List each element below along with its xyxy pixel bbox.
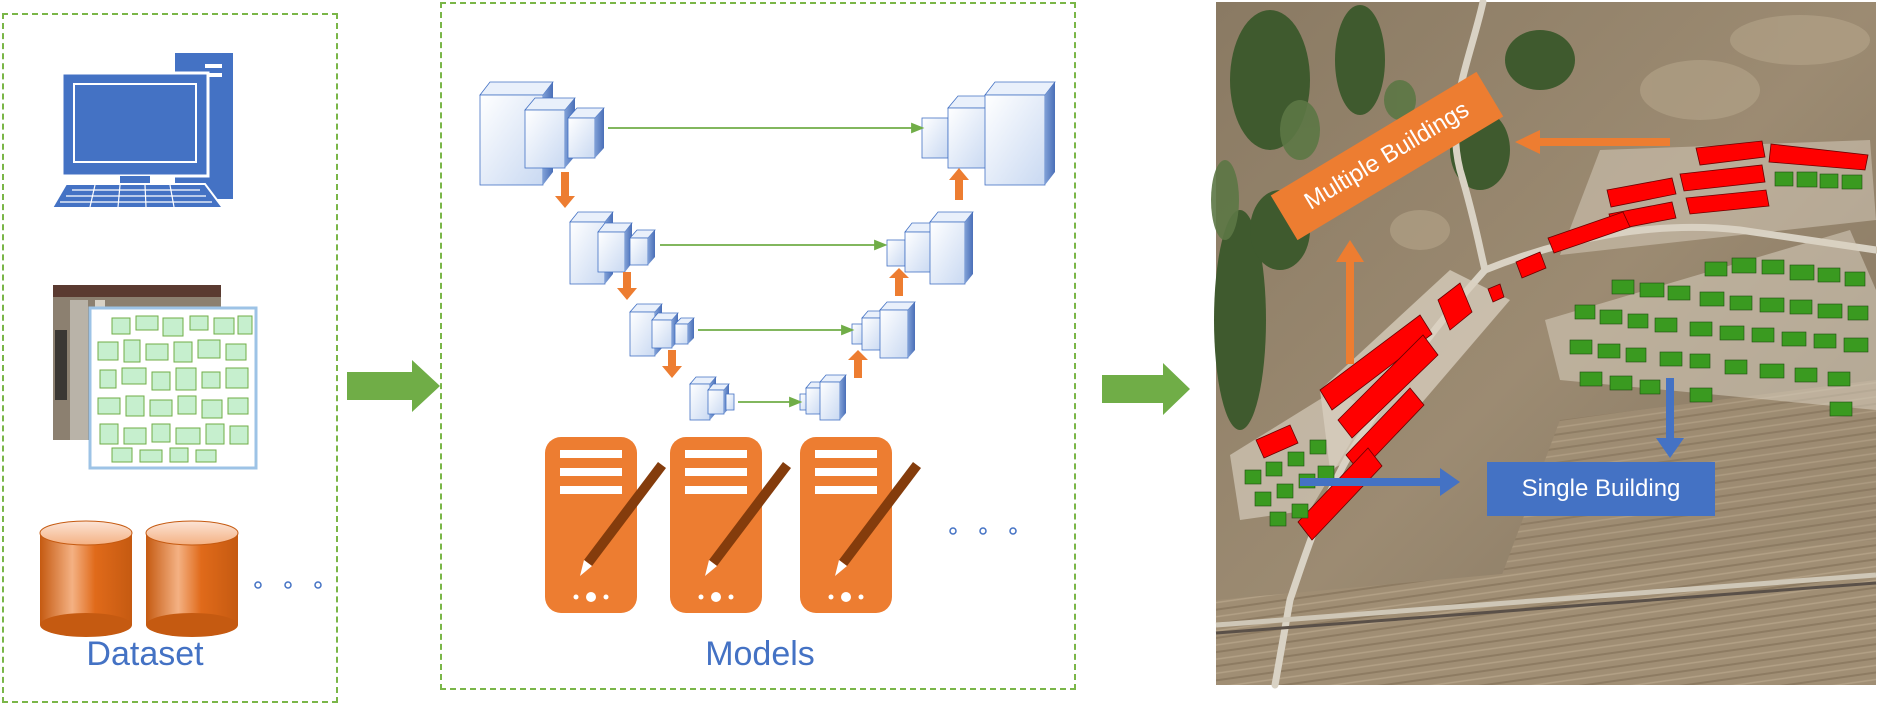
database-cylinder-1 bbox=[39, 520, 133, 637]
annotated-image-icon bbox=[53, 285, 258, 470]
decoder-block-2 bbox=[886, 211, 974, 285]
model-phone-icon-3 bbox=[800, 437, 921, 613]
models-panel bbox=[440, 2, 1076, 690]
decoder-block-1 bbox=[921, 81, 1056, 186]
single-building-label: Single Building bbox=[1487, 462, 1715, 516]
encoder-block-1 bbox=[479, 81, 605, 186]
dataset-panel bbox=[2, 13, 338, 703]
flow-arrow-1 bbox=[347, 360, 440, 412]
encoder-block-2 bbox=[569, 211, 656, 285]
result-satellite-image bbox=[1211, 0, 1877, 689]
database-cylinder-2 bbox=[145, 520, 239, 637]
flow-arrow-2 bbox=[1102, 363, 1190, 415]
bottleneck-block-right bbox=[799, 374, 847, 421]
encoder-block-3 bbox=[629, 303, 695, 357]
models-caption: Models bbox=[705, 635, 815, 673]
multiple-buildings-arrows bbox=[1336, 130, 1670, 364]
models-ellipsis bbox=[949, 527, 1017, 535]
bottleneck-block-left bbox=[689, 376, 735, 421]
unet-diagram bbox=[479, 81, 1056, 421]
computer-icon bbox=[50, 53, 233, 209]
model-phone-icon-2 bbox=[670, 437, 791, 613]
model-phone-icon-1 bbox=[545, 437, 666, 613]
single-building-arrows bbox=[1300, 378, 1684, 496]
decoder-block-3 bbox=[851, 301, 916, 359]
single-building-text: Single Building bbox=[1521, 475, 1681, 502]
dataset-caption: Dataset bbox=[86, 635, 204, 673]
dataset-ellipsis bbox=[254, 581, 322, 589]
